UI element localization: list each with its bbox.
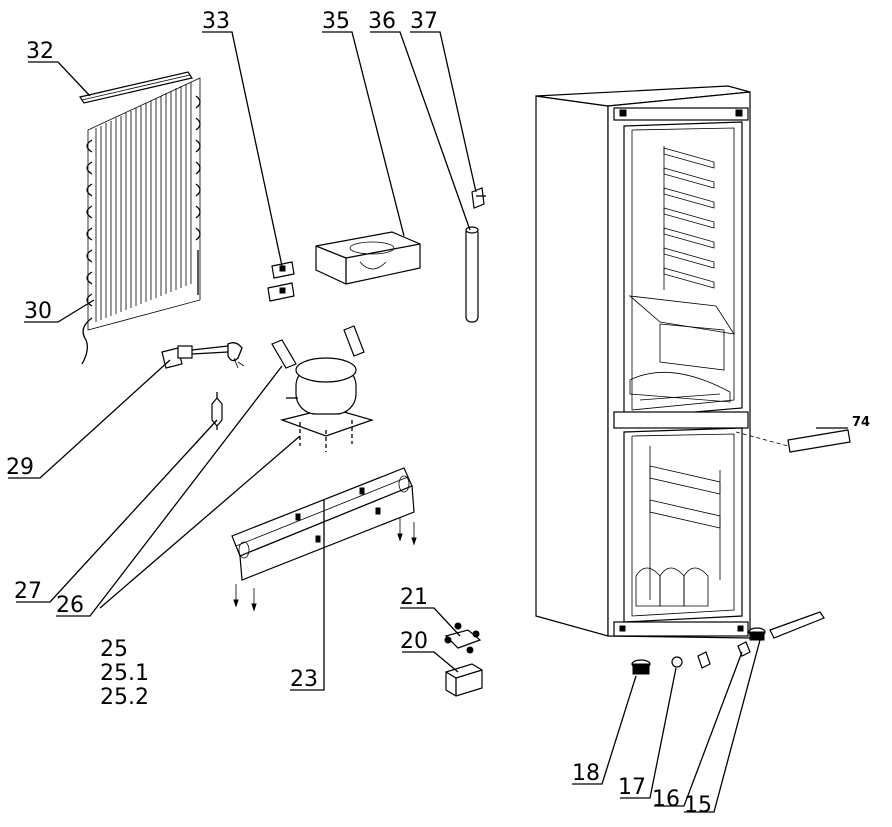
part-25-compressor: [279, 357, 374, 452]
callout-18: 18: [572, 761, 600, 786]
callout-15: 15: [684, 793, 712, 818]
part-27-filter-drier: [211, 392, 223, 430]
callout-36: 36: [368, 9, 396, 34]
part-29-relay-harness: [161, 342, 245, 369]
callout-32: 32: [26, 39, 54, 64]
callout-30: 30: [24, 299, 52, 324]
part-33-clips: [267, 261, 295, 302]
callout-33: 33: [202, 9, 230, 34]
callout-25-2: 25.2: [100, 685, 149, 710]
leader-lines: [8, 31, 848, 813]
part-18-foot: [631, 659, 651, 675]
callout-74: 74: [852, 415, 870, 430]
part-26-compressor-brackets: [271, 325, 365, 369]
callout-37: 37: [410, 9, 438, 34]
part-32-top-bar: [79, 71, 193, 104]
callout-26: 26: [56, 593, 84, 618]
callout-25-1: 25.1: [100, 661, 149, 686]
part-35-drip-tray: [315, 231, 421, 285]
part-74-divider-cover: [735, 429, 851, 453]
callout-21: 21: [400, 585, 428, 610]
part-23-base-frame: [231, 467, 417, 612]
part-37-drain-plug: [471, 187, 486, 209]
part-30-condenser: [81, 77, 201, 365]
callout-25: 25: [100, 637, 128, 662]
callout-27: 27: [14, 579, 42, 604]
callout-29: 29: [6, 455, 34, 480]
callout-23: 23: [290, 667, 318, 692]
callout-35: 35: [322, 9, 350, 34]
callout-labels: 32 33 35 36 37 30 29 27 26 25 25.1 25.2 …: [6, 9, 870, 818]
part-17-screw: [671, 656, 683, 668]
callout-20: 20: [400, 629, 428, 654]
part-36-drain-tube: [465, 226, 479, 323]
callout-16: 16: [652, 787, 680, 812]
part-15-hinge: [748, 611, 825, 641]
refrigerator-cabinet: [535, 85, 751, 639]
part-21-holder: [444, 622, 482, 654]
part-20-box: [445, 663, 483, 697]
callout-17: 17: [618, 775, 646, 800]
part-16-bracket: [697, 641, 751, 669]
